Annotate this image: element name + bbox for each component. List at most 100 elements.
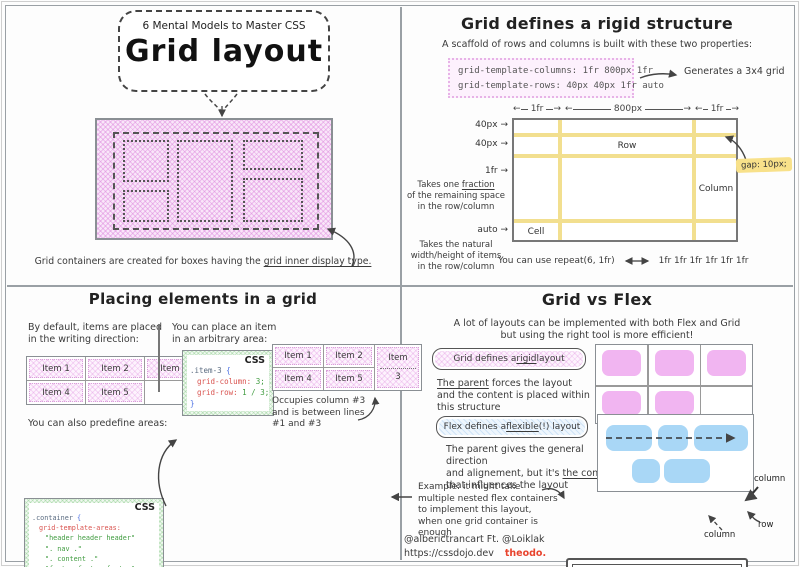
table-cell: Item 2 <box>86 357 144 380</box>
section-title: Grid vs Flex <box>541 290 653 309</box>
span-divider-dotted <box>380 367 416 369</box>
auto-explanation: Takes the natural width/height of items … <box>410 240 502 272</box>
scaffold-cell <box>514 120 558 133</box>
scaffold-row-label-cell: Row <box>562 137 692 154</box>
grid-boundary-dashed <box>113 132 319 230</box>
credit-url-row: https://cssdojo.dev theodo. <box>404 548 546 559</box>
css-to-diagram-arrow-icon <box>157 439 178 507</box>
writing-direction-table: Item 1 Item 2 Item 3 Item 4 Item 5 <box>26 356 204 405</box>
grid-example-diagram <box>595 344 753 424</box>
occupies-note: Occupies column #3 and is between lines … <box>272 396 366 429</box>
cross-quadrant-arrow-icon <box>390 492 412 502</box>
grid-example-cell <box>596 345 647 385</box>
grid-explanation: The parent forces the layout and the con… <box>437 378 590 413</box>
flex-flexible-pill: Flex defines a flexible (!) layout <box>436 416 588 438</box>
repeat-note-row: You can use repeat(6, 1fr) 1fr 1fr 1fr 1… <box>498 256 788 266</box>
repeat-expansion: 1fr 1fr 1fr 1fr 1fr 1fr <box>658 256 749 266</box>
flex-direction-arrow-icon <box>606 433 736 443</box>
quadrant-divider-horizontal <box>7 285 793 287</box>
example-note: Example: it might take multiple nested f… <box>418 482 558 538</box>
repeat-note: You can use repeat(6, 1fr) <box>498 256 615 266</box>
grid-item-dotted <box>177 140 233 222</box>
grid-template-code-box: grid-template-columns: 1fr 800px 1fr gri… <box>448 58 664 98</box>
grid-item-dotted <box>123 190 169 222</box>
double-arrow-icon <box>624 257 649 265</box>
item3-css-box: CSS .item-3 { grid-column: 3; grid-row: … <box>182 350 274 416</box>
table-cell: Item 4 <box>273 368 323 390</box>
scaffold-cell <box>514 158 558 219</box>
section-divider <box>158 324 160 392</box>
fr-explanation: Takes one fraction of the remaining spac… <box>406 180 506 212</box>
code-grid-template-columns: grid-template-columns: 1fr 800px 1fr <box>458 66 654 76</box>
gap-arrow-icon <box>724 135 747 161</box>
section-subtitle: A lot of layouts can be implemented with… <box>453 318 741 341</box>
row-height-label-40px-2: 40px → <box>475 139 508 149</box>
table-cell: Item 1 <box>27 357 85 380</box>
quadrant-title: 6 Mental Models to Master CSS Grid layou… <box>8 8 398 284</box>
title-speech-bubble: 6 Mental Models to Master CSS Grid layou… <box>118 10 330 92</box>
table-cell-item3-span: Item 3 <box>375 345 421 390</box>
poster-title: Grid layout <box>124 34 324 69</box>
grid-container-caption: Grid containers are created for boxes ha… <box>14 256 392 267</box>
grid-example-cell <box>701 345 752 385</box>
occupies-arrow-icon <box>357 396 380 421</box>
generates-arrow-icon <box>639 69 678 79</box>
example-arrow-icon <box>541 487 565 500</box>
table-cell: Item 5 <box>324 368 374 390</box>
grid-rigid-pill: Grid defines a rigid layout <box>432 348 586 370</box>
label-row: row <box>758 520 774 530</box>
label-column-inner: column <box>704 530 736 540</box>
arbitrary-placement-table: Item 1 Item 2 Item 4 Item 5 Item 3 <box>272 344 422 391</box>
table-cell: Item 2 <box>324 345 374 367</box>
credit-url[interactable]: https://cssdojo.dev <box>404 548 494 559</box>
scaffold-cell-column <box>696 223 736 240</box>
column-inner-arrow-icon <box>708 515 723 531</box>
theodo-logo: theodo. <box>504 548 547 559</box>
flex-explanation: The parent gives the general direction a… <box>446 444 618 491</box>
caption-underlined-text: grid inner display type. <box>263 256 372 267</box>
credit-authors: @alberictrancart Ft. @Loiklak <box>404 534 545 545</box>
quadrant-divider-vertical <box>400 7 402 560</box>
css-badge: CSS <box>242 355 267 366</box>
code-grid-template-rows: grid-template-rows: 40px 40px 1fr auto <box>458 81 664 91</box>
flex-item <box>664 459 710 483</box>
column-outer-arrow-icon <box>744 486 759 502</box>
row-height-label-auto: auto → <box>477 225 508 235</box>
caption-arrow-icon <box>326 227 355 267</box>
row-label: Row <box>617 140 637 151</box>
grid-layout-mini-diagram: header nav content footer <box>566 558 748 567</box>
predefine-note: You can also predefine areas: <box>28 418 168 429</box>
generates-note: Generates a 3x4 grid <box>684 66 785 77</box>
quadrant-placing-elements: Placing elements in a grid By default, i… <box>8 286 422 567</box>
table-cell: Item 5 <box>86 381 144 404</box>
quadrant-rigid-structure: Grid defines a rigid structure A scaffol… <box>402 8 792 284</box>
speech-bubble-tail-icon <box>204 93 238 118</box>
flex-item <box>632 459 660 483</box>
column-label: Column <box>698 183 734 194</box>
section-title: Grid defines a rigid structure <box>460 14 734 33</box>
grid-item-dotted <box>243 178 303 222</box>
flex-example-diagram <box>597 414 754 492</box>
scaffold-cell <box>562 223 692 240</box>
gap-highlight-tag: gap: 10px; <box>735 157 792 173</box>
scaffold-grid-diagram: Row Column Cell <box>512 118 738 242</box>
series-kicker: 6 Mental Models to Master CSS <box>142 20 306 32</box>
scaffold-cell-row <box>514 137 558 154</box>
row-height-label-1fr: 1fr → <box>484 166 508 176</box>
table-cell: Item 4 <box>27 381 85 404</box>
scaffold-cell <box>562 120 692 133</box>
section-title: Placing elements in a grid <box>88 290 318 308</box>
track-width-arrow-1fr-left: ←1fr→ <box>513 104 562 114</box>
arbitrary-area-note: You can place an item in an arbitrary ar… <box>172 322 277 345</box>
caption-text: Grid containers are created for boxes ha… <box>34 256 264 267</box>
grid-item-dotted <box>123 140 169 182</box>
scaffold-cell-cell: Cell <box>514 223 558 240</box>
track-width-arrow-1fr-right: ←1fr→ <box>695 104 740 114</box>
row-height-label-40px-1: 40px → <box>475 120 508 130</box>
areas-css-box: CSS .container { grid-template-areas: "h… <box>24 498 164 567</box>
grid-example-cell <box>648 345 700 385</box>
scaffold-column-label-cell: Column <box>696 158 736 219</box>
row-arrow-icon <box>747 511 761 523</box>
label-column-outer: column <box>754 474 786 484</box>
